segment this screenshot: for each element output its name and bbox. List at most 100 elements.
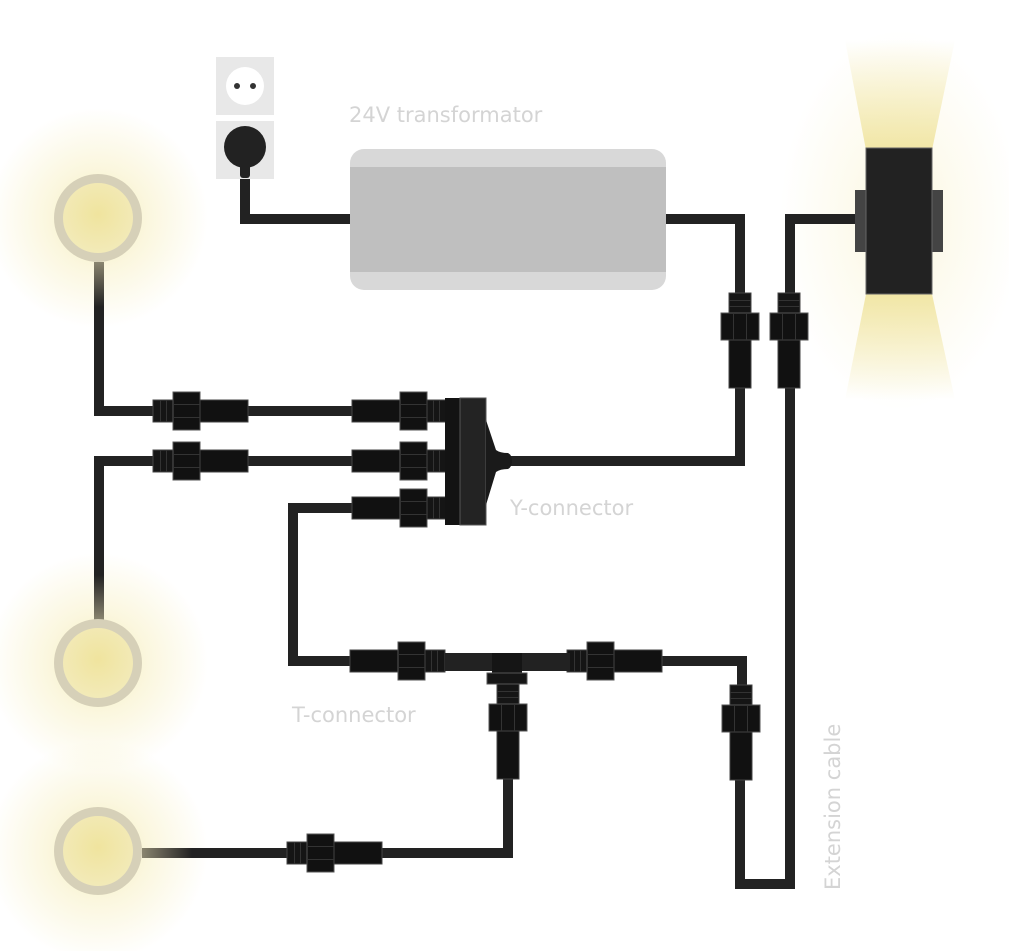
connector-part (728, 292, 752, 314)
plug-connector (721, 684, 761, 781)
connector-part (172, 391, 201, 431)
connector-part (433, 450, 434, 472)
transformer-band (350, 167, 666, 272)
cable-socket-transformer (240, 175, 352, 224)
connector-part (166, 450, 167, 472)
t-connector-label: T-connector (291, 703, 416, 727)
connector-part (720, 312, 760, 341)
connector-part (400, 501, 427, 502)
plug-neck (240, 160, 250, 178)
socket-face (226, 67, 264, 105)
plug-connector (720, 292, 760, 389)
cable-fade-spot3 (142, 848, 192, 858)
connector-part (173, 467, 200, 468)
wall-light (855, 147, 943, 295)
connector-part (399, 391, 428, 431)
connector-part (398, 667, 425, 668)
connector-part (173, 404, 200, 405)
y-connector-label: Y-connector (509, 496, 633, 520)
cable-fade-spot1 (94, 262, 104, 307)
wall-light-mount-right (931, 190, 943, 252)
beam-down (845, 294, 955, 400)
connector-part (580, 650, 581, 672)
connector-part (424, 649, 446, 673)
connector-part (795, 313, 796, 340)
spot-light-1 (54, 174, 142, 262)
connector-part (501, 704, 502, 731)
plug-connector (349, 641, 446, 681)
cable-transformer-out (664, 214, 745, 300)
connector-part (769, 312, 809, 341)
connector-part (199, 399, 249, 423)
t-connector-hub (492, 653, 522, 673)
socket-hole-right (250, 83, 256, 89)
connector-part (349, 649, 399, 673)
connector-part (399, 441, 428, 481)
connector-part (514, 704, 515, 731)
connector-part (426, 399, 448, 423)
connector-part (173, 454, 200, 455)
connector-part (431, 650, 432, 672)
plug-connector (566, 641, 663, 681)
connector-part (433, 400, 434, 422)
transformer: 24V transformator (349, 103, 666, 290)
connector-part (307, 859, 334, 860)
spot-core (63, 816, 133, 886)
spot-core (63, 628, 133, 698)
plug-icon (224, 126, 266, 168)
connector-part (439, 450, 440, 472)
connector-part (307, 846, 334, 847)
plug-connector (351, 441, 448, 481)
plug-connector (488, 683, 528, 780)
connector-part (574, 650, 575, 672)
connector-part (496, 683, 520, 705)
connector-part (728, 339, 752, 389)
connector-part (586, 641, 615, 681)
connector-part (426, 449, 448, 473)
connector-part (397, 641, 426, 681)
connector-part (426, 496, 448, 520)
connector-part (729, 300, 751, 301)
connector-part (734, 705, 735, 732)
connector-part (433, 497, 434, 519)
cable-extension (735, 385, 795, 889)
connector-part (152, 449, 174, 473)
connector-part (398, 654, 425, 655)
connector-part (729, 731, 753, 781)
connector-part (747, 705, 748, 732)
connector-part (399, 488, 428, 528)
connector-part (400, 514, 427, 515)
cable-fade-spot2 (94, 575, 104, 620)
connector-part (778, 306, 800, 307)
plug-connector (769, 292, 809, 389)
socket-hole-left (234, 83, 240, 89)
connector-part (746, 313, 747, 340)
connector-part (160, 450, 161, 472)
cable-y-to-t (288, 503, 360, 666)
connector-part (199, 449, 249, 473)
cable-to-y (510, 385, 745, 466)
connector-part (173, 417, 200, 418)
plug-connector (286, 833, 383, 873)
connector-part (721, 704, 761, 733)
connector-part (160, 400, 161, 422)
connector-part (437, 650, 438, 672)
spot-core (63, 183, 133, 253)
connector-part (351, 449, 401, 473)
t-connector: T-connector (291, 653, 570, 727)
connector-part (729, 306, 751, 307)
connector-part (166, 400, 167, 422)
connector-part (286, 841, 308, 865)
y-connector-body-right (459, 397, 487, 526)
connector-part (777, 292, 801, 314)
connector-part (587, 654, 614, 655)
y-connector: Y-connector (445, 397, 633, 526)
connector-part (729, 684, 753, 706)
connector-part (730, 698, 752, 699)
connector-part (777, 339, 801, 389)
spot-light-3 (54, 807, 142, 895)
plug-connector (351, 391, 448, 431)
connector-part (400, 467, 427, 468)
plug-connector (152, 391, 249, 431)
